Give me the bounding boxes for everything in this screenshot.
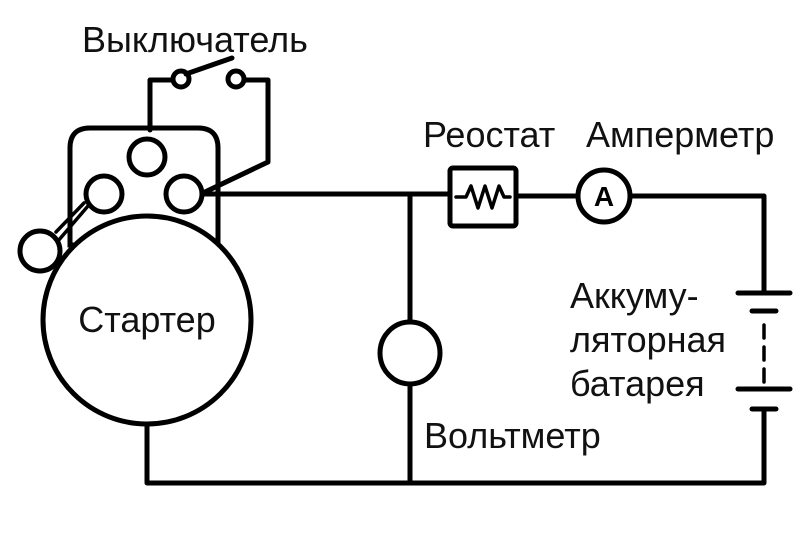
starter-housing (67, 125, 221, 248)
switch-blade (183, 55, 235, 77)
switch-label: Выключатель (82, 19, 308, 60)
starter-side-lead-2 (54, 201, 86, 234)
starter-terminal-left (83, 173, 125, 215)
starter-label: Стартер (78, 299, 215, 340)
battery-label-line2: ляторная (570, 319, 726, 360)
rheostat-label: Реостат (423, 114, 555, 155)
wire-battery-bottom (144, 406, 767, 486)
starter-terminal-top (126, 136, 168, 178)
starter-side-lead (56, 204, 90, 243)
battery-label-line3: батарея (570, 363, 705, 404)
ammeter-label: Амперметр (586, 114, 774, 155)
ammeter-symbol: A (594, 181, 614, 212)
voltmeter-label: Вольтметр (424, 415, 601, 456)
starter-terminal-right (163, 173, 205, 215)
starter-side-terminal (17, 228, 63, 274)
switch-left-lead (147, 77, 175, 133)
wire-ammeter-battery (627, 193, 767, 295)
switch-contact-right (225, 68, 247, 90)
voltmeter (377, 319, 443, 387)
battery-label-line1: Аккуму- (570, 275, 699, 316)
switch-right-lead (202, 77, 271, 195)
rheostat-coil (454, 184, 512, 210)
